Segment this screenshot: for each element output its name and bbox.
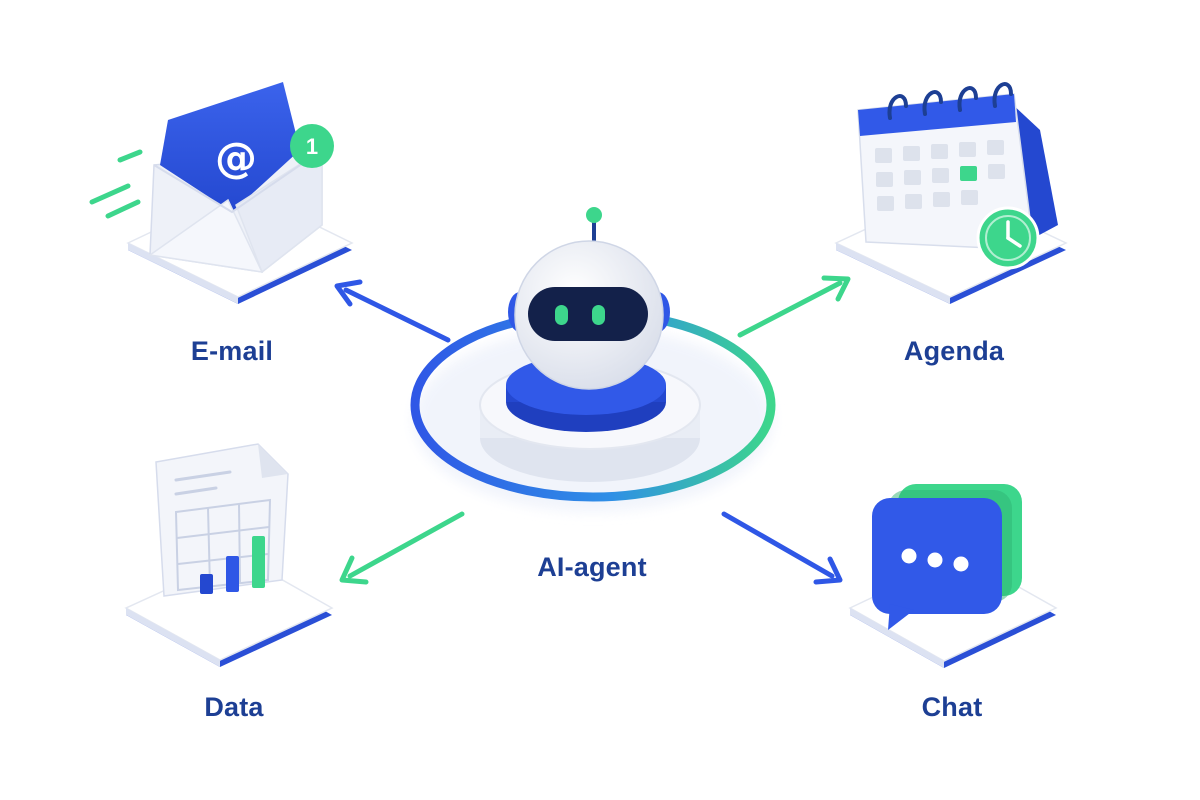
envelope-icon: @ xyxy=(148,82,323,274)
arrow-to-email xyxy=(334,279,451,343)
data-label: Data xyxy=(204,692,264,722)
agenda-label: Agenda xyxy=(903,336,1005,366)
speed-lines-icon xyxy=(89,149,143,219)
chat-node xyxy=(848,484,1058,668)
selected-day xyxy=(960,166,977,181)
arrow-to-chat xyxy=(721,511,843,585)
at-symbol: @ xyxy=(215,133,257,182)
agenda-node xyxy=(834,82,1068,304)
calendar-icon xyxy=(857,82,1058,270)
agent-hub xyxy=(410,207,776,512)
robot-icon xyxy=(508,207,670,390)
chat-label: Chat xyxy=(921,692,983,722)
notification-badge: 1 xyxy=(290,124,334,168)
chat-bubbles-icon xyxy=(872,484,1022,630)
data-node xyxy=(124,443,334,667)
spreadsheet-icon xyxy=(155,443,289,597)
arrow-to-data xyxy=(339,511,465,585)
arrow-to-agenda xyxy=(737,275,851,338)
agent-label: AI-agent xyxy=(537,552,647,582)
notification-count: 1 xyxy=(306,134,318,159)
clock-icon xyxy=(976,206,1040,270)
bar-chart-icon xyxy=(200,536,265,594)
email-label: E-mail xyxy=(190,336,274,366)
email-node: @ 1 xyxy=(89,82,354,304)
